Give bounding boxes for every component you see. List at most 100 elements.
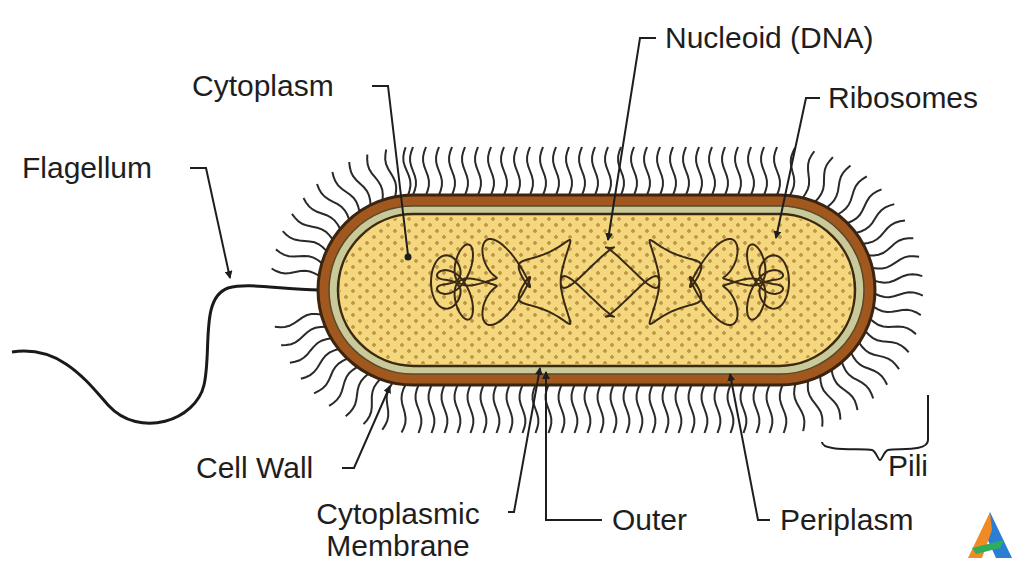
pilus (670, 147, 676, 195)
pilus (462, 147, 468, 195)
pilus (866, 331, 909, 352)
pilus (592, 147, 598, 195)
pili-strands (272, 147, 923, 433)
pilus (455, 385, 461, 433)
pilus (728, 385, 734, 433)
pilus (859, 343, 899, 370)
pilus (520, 385, 526, 433)
pilus (689, 385, 695, 433)
pilus (442, 385, 448, 433)
pilus (761, 147, 767, 195)
pilus (767, 385, 773, 433)
cytoplasm (338, 214, 855, 366)
pilus (579, 147, 585, 195)
logo (968, 512, 1012, 558)
pilus (624, 385, 630, 433)
part-label: Periplasm (780, 504, 913, 536)
pilus (683, 147, 689, 195)
pilus (527, 147, 533, 195)
pilus (631, 147, 637, 195)
pilus (585, 385, 591, 433)
pilus (657, 147, 663, 195)
pilus (815, 157, 833, 202)
periplasm-layer (329, 206, 864, 374)
pilus (644, 147, 650, 195)
pilus (780, 385, 787, 433)
pilus (416, 385, 422, 433)
pilus (650, 385, 656, 433)
pilus (501, 147, 507, 195)
pilus (494, 385, 500, 433)
ribosome-dots (340, 216, 853, 364)
pilus (317, 184, 349, 220)
pilus (722, 147, 728, 195)
pilus (276, 249, 322, 263)
pilus (820, 376, 840, 420)
pilus (702, 385, 708, 433)
pilus (436, 147, 442, 195)
pilus (429, 385, 435, 433)
pilus (875, 292, 923, 297)
cell-wall (318, 195, 875, 385)
pilus (385, 150, 396, 197)
part-label: Flagellum (22, 152, 152, 184)
pilus (605, 147, 611, 195)
pilus (507, 385, 513, 433)
pilus (874, 307, 921, 315)
pilus (423, 147, 429, 195)
pilus (637, 385, 643, 433)
pilus (402, 385, 406, 433)
pilus (709, 147, 715, 195)
pilus (754, 385, 760, 433)
part-label: Cytoplasmic Membrane (292, 498, 504, 562)
leader-lines (190, 38, 820, 520)
part-label: Cytoplasm (192, 70, 334, 102)
pilus (514, 147, 520, 195)
pilus (349, 162, 370, 205)
flagellum (12, 286, 320, 424)
part-label: Pili (888, 450, 928, 482)
pilus (803, 151, 815, 198)
pilus (566, 147, 572, 195)
pilus (329, 367, 357, 406)
pilus (869, 238, 914, 255)
pilus (292, 214, 333, 240)
pilus (774, 147, 780, 195)
pilus (449, 147, 455, 195)
pilus (748, 147, 754, 195)
pilus (715, 385, 721, 433)
pilus (468, 385, 474, 433)
pilus (475, 147, 481, 195)
pilus (875, 274, 923, 283)
pilus (856, 204, 894, 233)
pilus (870, 319, 916, 334)
pilus (559, 385, 565, 433)
pilus (741, 385, 747, 433)
pilus (272, 269, 320, 276)
nucleoid-dna (431, 239, 789, 325)
pilus (676, 385, 682, 433)
pilus (598, 385, 604, 433)
pilus (794, 384, 804, 431)
pilus (488, 147, 494, 195)
pilus (301, 349, 339, 379)
pilus (572, 385, 578, 433)
pilus (481, 385, 487, 433)
pilus (696, 147, 702, 195)
pilus (842, 362, 873, 398)
part-label: Ribosomes (828, 82, 978, 114)
pilus (808, 381, 823, 427)
part-label: Cell Wall (196, 452, 313, 484)
pilus (735, 147, 741, 195)
pilus (872, 256, 919, 268)
part-label: Nucleoid (DNA) (665, 22, 873, 54)
pilus (364, 379, 381, 424)
pilus (553, 147, 559, 195)
pilus (403, 147, 410, 195)
part-label: Outer (612, 504, 687, 536)
pilus (663, 385, 669, 433)
pilus (367, 155, 383, 201)
pilus (346, 374, 369, 416)
pilus (283, 231, 327, 251)
